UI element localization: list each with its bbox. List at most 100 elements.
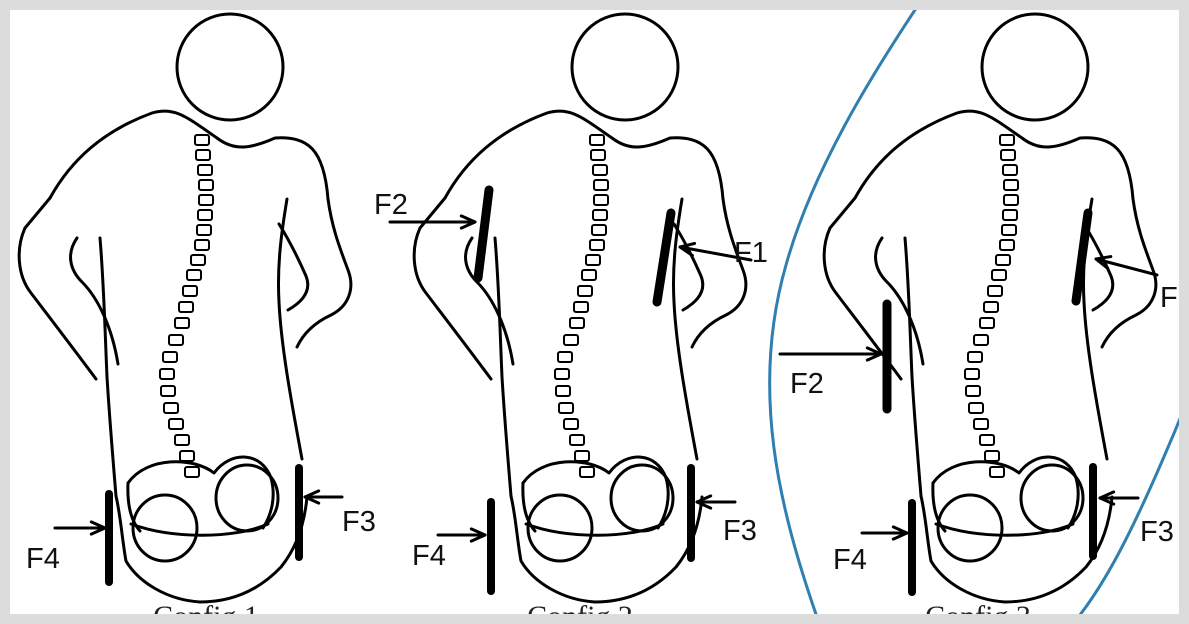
figure-config-1-vertebra-16 [160, 369, 174, 379]
figure-config-3-left-flank [905, 238, 921, 496]
figure-config-2-vertebra-8 [590, 240, 604, 250]
figure-config-3-vertebra-19 [974, 419, 988, 429]
config-1-f3-label: F3 [342, 507, 376, 537]
config-1-caption: Config 1 [86, 600, 326, 624]
figure-config-2-vertebra-1 [590, 135, 604, 145]
figure-config-3-vertebra-4 [1004, 180, 1018, 190]
figure-config-3-buttocks-outline [921, 496, 1112, 602]
figure-config-3-vertebra-20 [980, 435, 994, 445]
figure-config-3-vertebra-2 [1001, 150, 1015, 160]
figure-config-2-right-arm-inner [674, 224, 703, 310]
figure-config-1-vertebra-19 [169, 419, 183, 429]
figure-config-1-right-flank [278, 199, 302, 459]
figure-config-3-vertebra-7 [1002, 225, 1016, 235]
figure-config-1-vertebra-17 [161, 386, 175, 396]
figure-config-1-vertebra-12 [179, 302, 193, 312]
figure-config-2-vertebra-17 [556, 386, 570, 396]
figure-config-1-buttocks-outline [116, 496, 307, 602]
figure-config-3-vertebra-3 [1003, 165, 1017, 175]
figure-config-2-vertebra-7 [592, 225, 606, 235]
highlight-ellipse-icon [770, 10, 1189, 620]
config-3-f2-arrow [780, 348, 881, 360]
config-3-f4-arrow [862, 527, 907, 539]
config-2-f1-brace [657, 213, 671, 302]
figure-config-2 [390, 14, 751, 602]
figure-config-1-left-forearm-inner [71, 238, 118, 364]
figure-config-2-buttocks-outline [511, 496, 702, 602]
figure-config-1 [19, 14, 351, 602]
figure-config-1-vertebra-1 [195, 135, 209, 145]
figure-config-2-vertebra-6 [593, 210, 607, 220]
config-2-f1-label: F1 [734, 238, 768, 268]
figure-config-2-vertebra-12 [574, 302, 588, 312]
config-1-f3-arrow [305, 491, 342, 503]
figure-config-1-vertebra-14 [169, 335, 183, 345]
figure-config-2-vertebra-3 [593, 165, 607, 175]
figure-config-3-vertebra-17 [966, 386, 980, 396]
figure-config-1-vertebra-7 [197, 225, 211, 235]
figure-config-2-vertebra-15 [558, 352, 572, 362]
config-2-caption: Config 2 [460, 600, 700, 624]
figure-config-1-vertebra-13 [175, 318, 189, 328]
config-2-f2-brace [478, 190, 489, 278]
figure-config-3-left-upper-arm [830, 198, 855, 228]
figure-config-3 [780, 14, 1157, 602]
figure-config-3-vertebra-15 [968, 352, 982, 362]
figure-config-2-left-flank [495, 238, 511, 496]
figure-config-3-vertebra-22 [990, 467, 1004, 477]
figure-config-1-vertebra-18 [164, 403, 178, 413]
figure-config-3-shoulders [855, 111, 1133, 199]
figure-config-3-head [982, 14, 1088, 120]
figure-config-2-vertebra-18 [559, 403, 573, 413]
figure-config-2-vertebra-22 [580, 467, 594, 477]
figure-config-2-right-flank [673, 199, 697, 459]
figure-config-2-shoulders [445, 111, 723, 199]
figure-config-2-right-hip-joint [611, 465, 673, 531]
figure-config-1-vertebra-21 [180, 451, 194, 461]
figure-config-1-right-arm-inner [279, 224, 308, 310]
config-3-f1-label: F1 [1160, 283, 1189, 313]
figure-config-2-vertebra-16 [555, 369, 569, 379]
figure-config-1-vertebra-20 [175, 435, 189, 445]
figure-config-1-vertebra-22 [185, 467, 199, 477]
figure-config-2-vertebra-10 [582, 270, 596, 280]
figure-config-3-vertebra-21 [985, 451, 999, 461]
config-3-f1-brace [1076, 213, 1088, 301]
figure-config-1-shoulders [50, 111, 328, 199]
figure-config-1-vertebra-8 [195, 240, 209, 250]
figure-config-3-vertebra-11 [988, 286, 1002, 296]
figure-config-3-vertebra-6 [1003, 210, 1017, 220]
figure-config-2-vertebra-14 [564, 335, 578, 345]
config-3-f3-label: F3 [1140, 517, 1174, 547]
figure-config-1-right-hip-joint [216, 465, 278, 531]
config-3-f3-arrow [1100, 492, 1138, 504]
figure-config-1-vertebra-15 [163, 352, 177, 362]
figure-config-3-vertebra-14 [974, 335, 988, 345]
figure-config-2-vertebra-2 [591, 150, 605, 160]
figure-config-3-vertebra-16 [965, 369, 979, 379]
figure-config-2-vertebra-20 [570, 435, 584, 445]
figure-config-1-left-upper-arm [25, 198, 50, 228]
figure-config-3-vertebra-13 [980, 318, 994, 328]
figure-config-1-vertebra-9 [191, 255, 205, 265]
config-3-f2-label: F2 [790, 369, 824, 399]
figure-config-1-vertebra-6 [198, 210, 212, 220]
figure-config-1-vertebra-3 [198, 165, 212, 175]
figure-config-2-vertebra-9 [586, 255, 600, 265]
figure-config-1-head [177, 14, 283, 120]
config-2-f3-label: F3 [723, 516, 757, 546]
figure-config-1-vertebra-11 [183, 286, 197, 296]
figure-config-2-vertebra-19 [564, 419, 578, 429]
figure-config-2-vertebra-11 [578, 286, 592, 296]
figure-config-2-vertebra-5 [594, 195, 608, 205]
figure-config-3-vertebra-10 [992, 270, 1006, 280]
figure-config-1-left-flank [100, 238, 116, 496]
config-3-caption: Config 3 [858, 600, 1098, 624]
figure-config-3-vertebra-8 [1000, 240, 1014, 250]
figure-config-2-vertebra-13 [570, 318, 584, 328]
figure-config-1-vertebra-4 [199, 180, 213, 190]
figure-config-1-vertebra-10 [187, 270, 201, 280]
figure-config-1-vertebra-2 [196, 150, 210, 160]
figure-config-1-left-forearm-outer [19, 228, 96, 379]
